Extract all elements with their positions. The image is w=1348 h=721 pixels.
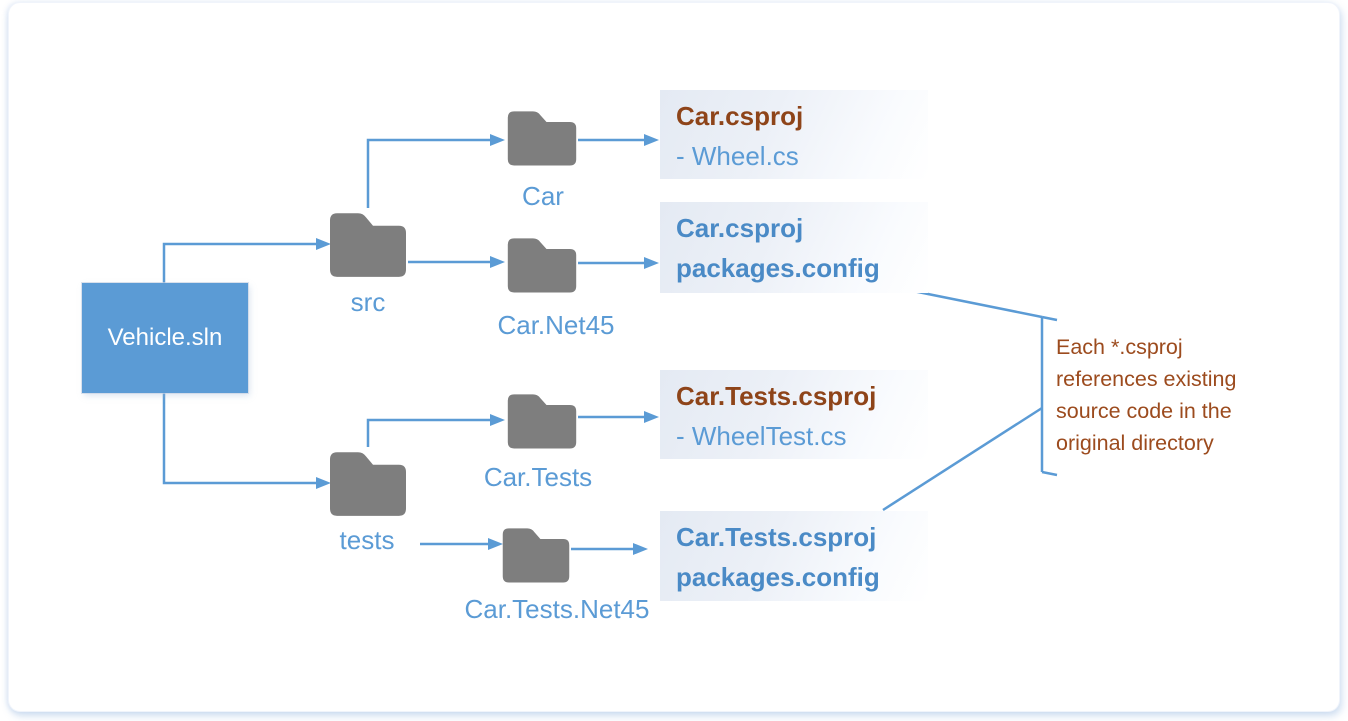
annotation-line: Each *.csproj [1056,335,1183,359]
folder-icon-car-tests-net45 [501,524,571,586]
vehicle-sln-label: Vehicle.sln [107,324,223,351]
file-block-title: Car.csproj [676,213,804,243]
file-block-car: Car.csproj - Wheel.cs [660,90,928,179]
arrow-vehicle-to-tests [162,393,331,489]
annotation-note: Each *.csproj references existing source… [1056,331,1296,459]
folder-label-car-net45: Car.Net45 [497,310,615,340]
file-block-car-tests: Car.Tests.csproj - WheelTest.cs [660,370,928,459]
file-block-subline: - WheelTest.cs [676,421,847,451]
folder-label-src: src [350,287,386,317]
folder-icon-car [506,107,578,169]
annotation-line: source code in the [1056,399,1232,423]
folder-icon-car-net45 [506,234,578,296]
folder-label-car: Car [522,181,564,211]
file-block-title: Car.Tests.csproj [676,381,877,411]
folder-icon-tests [328,447,408,520]
callout-bracket-bottom-tick [1041,470,1058,477]
file-block-car-tests-net45: Car.Tests.csproj packages.config [660,511,928,601]
file-block-title: Car.Tests.csproj [676,522,877,552]
callout-line-top [912,289,1043,319]
file-block-subline: - Wheel.cs [676,141,799,171]
file-block-subline: packages.config [676,253,880,283]
file-block-subline: packages.config [676,562,880,592]
annotation-line: references existing [1056,367,1237,391]
node-vehicle-sln: Vehicle.sln [82,283,248,393]
arrow-src-to-car [366,134,505,208]
arrow-vehicle-to-src [162,238,331,283]
callout-bracket-top-tick [1041,315,1058,322]
folder-label-car-tests-net45: Car.Tests.Net45 [464,594,650,624]
folder-label-car-tests: Car.Tests [483,462,593,492]
callout-line-bottom [882,406,1043,512]
file-block-car-net45: Car.csproj packages.config [660,202,928,293]
folder-icon-src [328,208,408,281]
file-block-title: Car.csproj [676,101,804,131]
annotation-line: original directory [1056,431,1214,455]
arrow-tests-to-cartests [366,414,505,447]
folder-icon-car-tests [506,390,578,452]
folder-label-tests: tests [339,525,395,555]
